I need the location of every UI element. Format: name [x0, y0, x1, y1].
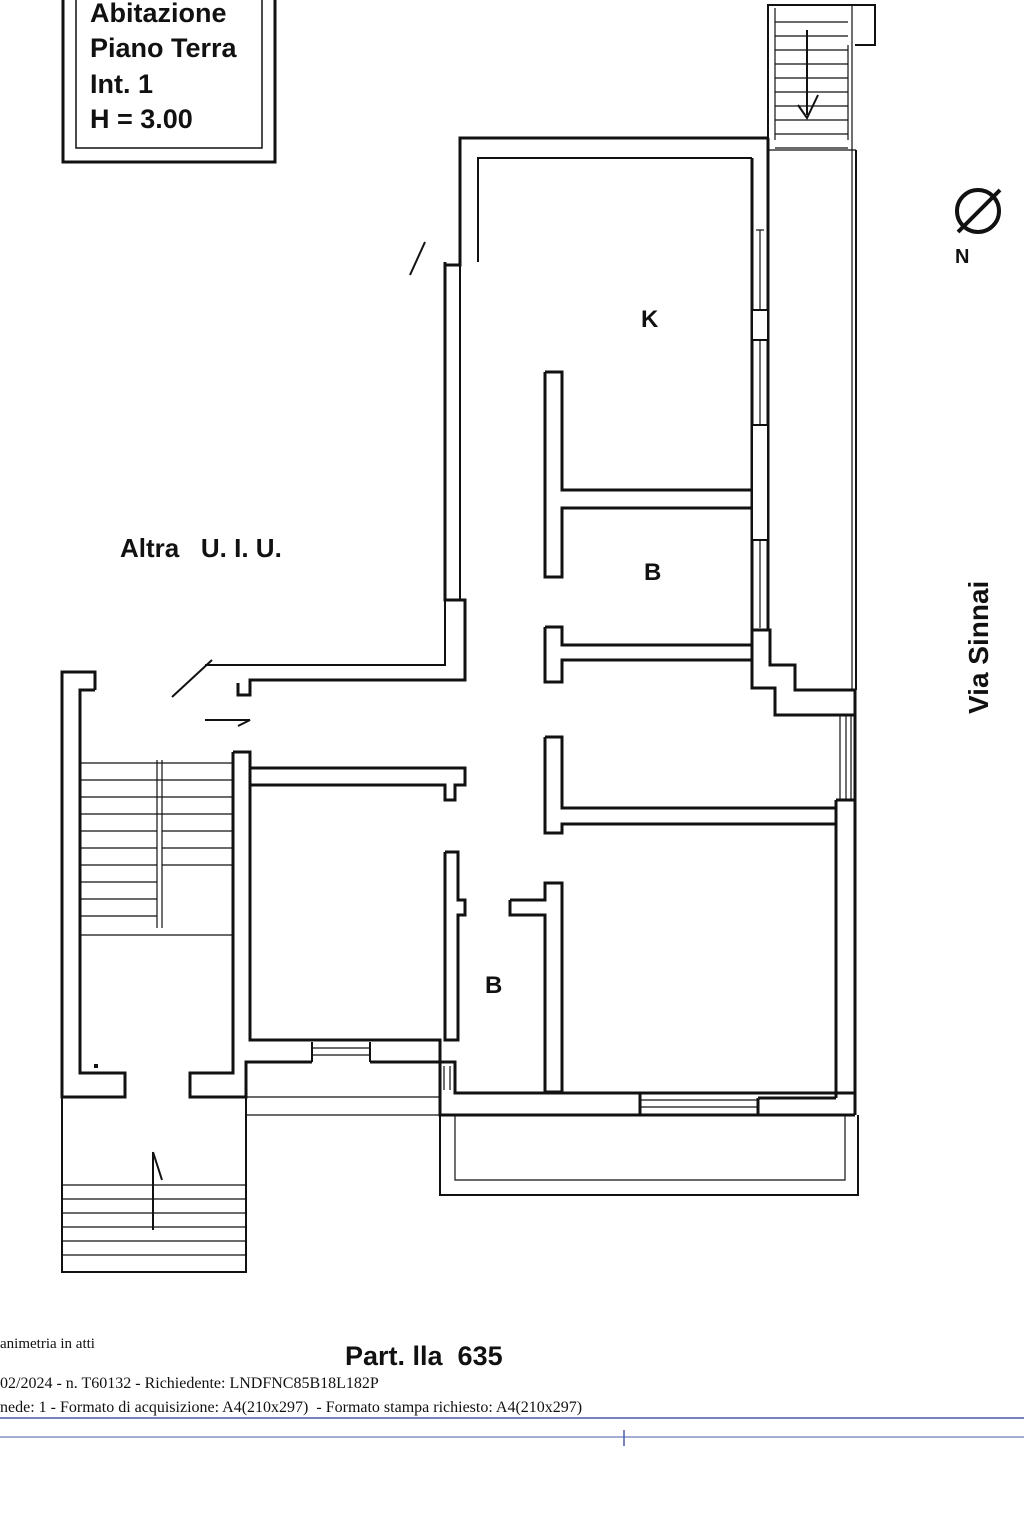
title-line-2: Piano Terra	[90, 33, 238, 63]
interior-walls	[250, 370, 836, 1094]
apartment-walls	[205, 45, 857, 1115]
other-unit-label: Altra U. I. U.	[120, 533, 282, 563]
left-staircase	[60, 670, 247, 1273]
room-label-bath-lower: B	[485, 972, 502, 999]
footer-line-2: 02/2024 - n. T60132 - Richiedente: LNDFN…	[0, 1375, 379, 1392]
footer-rules	[0, 1417, 1024, 1446]
north-label: N	[955, 246, 969, 268]
parcel-label: Part. lla 635	[345, 1341, 503, 1371]
title-line-3: Int. 1	[90, 69, 153, 99]
room-label-kitchen: K	[641, 306, 659, 333]
footer-line-3: nede: 1 - Formato di acquisizione: A4(21…	[0, 1399, 582, 1416]
north-arrow-icon	[955, 188, 1002, 234]
footer-line-1: animetria in atti	[0, 1336, 95, 1352]
title-line-4: H = 3.00	[90, 104, 193, 134]
lower-block	[188, 750, 859, 1196]
street-label: Via Sinnai	[963, 581, 994, 714]
title-line-1: Abitazione	[90, 0, 227, 28]
room-label-bath-upper: B	[644, 559, 661, 586]
break-markers	[171, 241, 426, 727]
upper-stair	[767, 4, 876, 149]
title-box: Abitazione Piano Terra Int. 1 H = 3.00	[61, 0, 277, 164]
